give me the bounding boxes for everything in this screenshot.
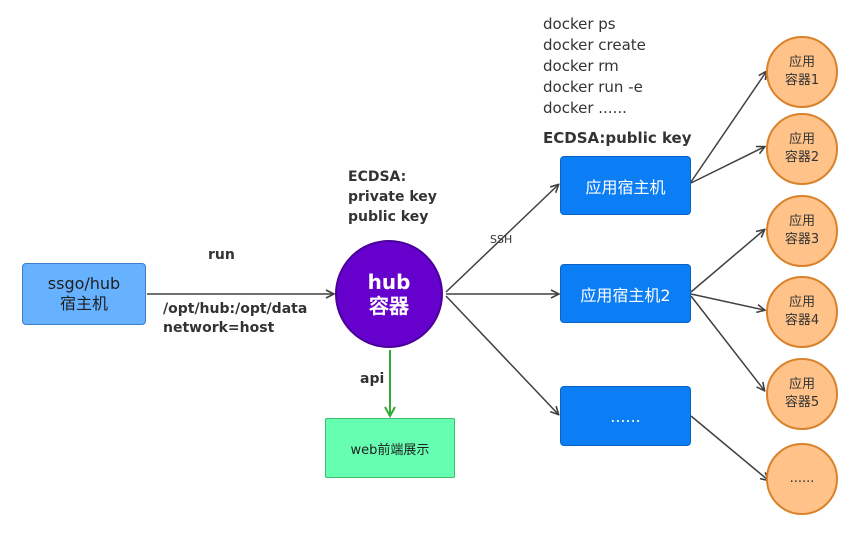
source-host-box: ssgo/hub 宿主机 (22, 263, 146, 325)
web-frontend-label: web前端展示 (350, 442, 430, 458)
container-2-line2: 容器2 (784, 150, 820, 165)
app-container-4: 应用容器4 (766, 276, 838, 348)
arrow-c6 (690, 415, 768, 480)
container-1-line1: 应用 (788, 55, 815, 70)
app-host-3-label: ...... (610, 406, 641, 426)
app-host-2-box: 应用宿主机2 (560, 264, 691, 323)
hub-keys-line1: ECDSA: (348, 169, 407, 185)
arrow-c1 (690, 72, 766, 183)
api-label: api (360, 371, 385, 387)
hub-keys-line2: private key (348, 189, 437, 205)
hub-keys-label: ECDSA: private key public key (348, 167, 437, 227)
hub-keys-line3: public key (348, 209, 429, 225)
source-host-line1: ssgo/hub (47, 274, 121, 293)
app-host-1-box: 应用宿主机 (560, 156, 691, 215)
container-2-line1: 应用 (788, 132, 815, 147)
docker-command: docker ...... (543, 99, 627, 117)
app-container-1: 应用容器1 (766, 36, 838, 108)
docker-command: docker create (543, 36, 646, 54)
docker-command: docker ps (543, 15, 616, 33)
container-5-line1: 应用 (788, 377, 815, 392)
hub-container-node: hub 容器 (335, 240, 443, 348)
hub-line2: 容器 (368, 294, 409, 318)
app-container-5: 应用容器5 (766, 358, 838, 430)
app-host-2-label: 应用宿主机2 (580, 285, 671, 305)
app-container-2: 应用容器2 (766, 113, 838, 185)
container-5-line2: 容器5 (784, 395, 820, 410)
arrow-c3 (690, 230, 764, 293)
container-4-line1: 应用 (788, 295, 815, 310)
container-4-line2: 容器4 (784, 313, 820, 328)
arrow-c2 (690, 147, 764, 184)
arrow-host3 (445, 295, 558, 414)
container-3-line1: 应用 (788, 214, 815, 229)
container-3-line2: 容器3 (784, 232, 820, 247)
app-container-6: ...... (766, 443, 838, 515)
hub-line1: hub (367, 270, 411, 294)
ssh-label: SSH (490, 233, 513, 246)
app-host-1-label: 应用宿主机 (585, 177, 666, 197)
arrow-c4 (690, 293, 764, 310)
app-container-3: 应用容器3 (766, 195, 838, 267)
web-frontend-box: web前端展示 (325, 418, 455, 478)
arrow-ssh-host1 (445, 185, 558, 293)
mount-label: /opt/hub:/opt/data (163, 301, 308, 317)
container-1-line2: 容器1 (784, 73, 820, 88)
app-key-label: ECDSA:public key (543, 129, 692, 147)
network-label: network=host (163, 320, 275, 336)
container-6-line1: ...... (789, 471, 815, 486)
run-label: run (208, 247, 235, 263)
app-host-3-box: ...... (560, 386, 691, 446)
docker-command: docker rm (543, 57, 619, 75)
source-host-line2: 宿主机 (59, 294, 108, 313)
arrow-c5 (690, 295, 764, 390)
docker-command: docker run -e (543, 78, 643, 96)
docker-command-list: docker ps docker create docker rm docker… (543, 14, 646, 119)
